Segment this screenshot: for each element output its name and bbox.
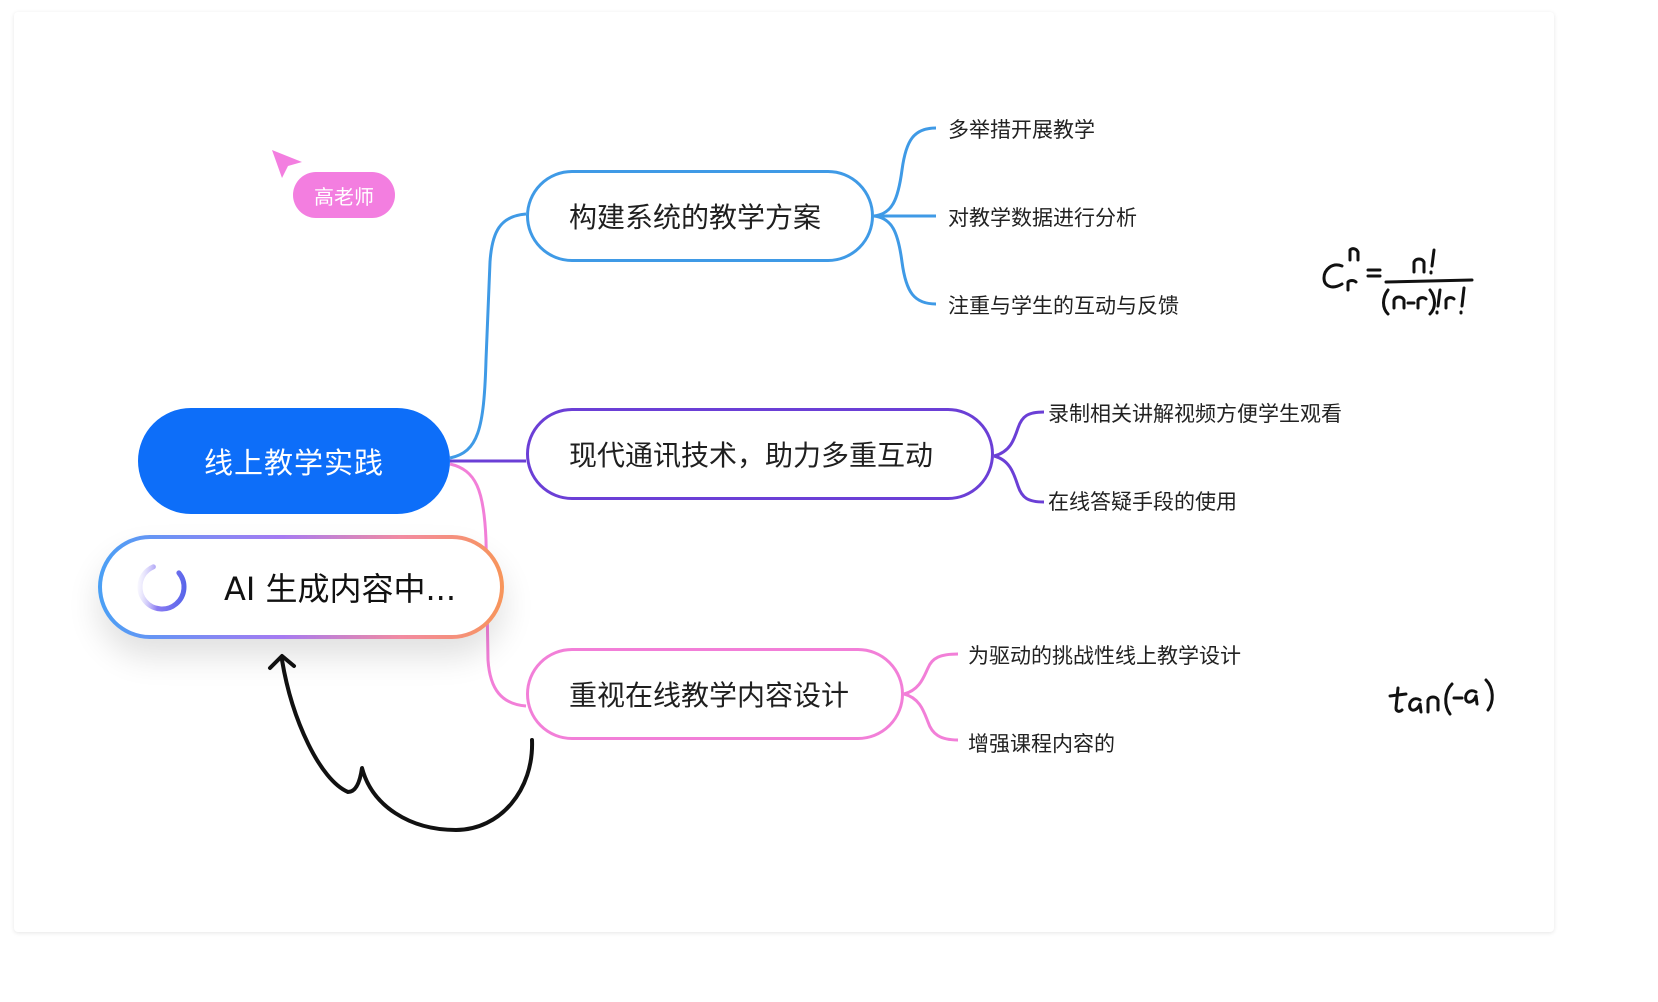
- loading-spinner-icon: [137, 562, 187, 612]
- branch-node-label: 重视在线教学内容设计: [569, 679, 850, 712]
- ai-generating-inner: AI 生成内容中...: [102, 539, 500, 635]
- leaf-node[interactable]: 多举措开展教学: [948, 114, 1095, 144]
- root-node-label: 线上教学实践: [203, 446, 384, 480]
- leaf-node[interactable]: 在线答疑手段的使用: [1048, 486, 1237, 516]
- leaf-node[interactable]: 注重与学生的互动与反馈: [948, 290, 1179, 320]
- leaf-label: 增强课程内容的: [968, 732, 1115, 756]
- leaf-label: 注重与学生的互动与反馈: [948, 294, 1179, 318]
- leaf-label: 录制相关讲解视频方便学生观看: [1048, 402, 1342, 426]
- mindmap-root-node[interactable]: 线上教学实践: [138, 408, 450, 514]
- leaf-label: 在线答疑手段的使用: [1048, 490, 1237, 514]
- handwritten-formula-combination: [1322, 247, 1474, 316]
- leaf-node[interactable]: 增强课程内容的: [968, 728, 1115, 758]
- branch-node-2[interactable]: 现代通讯技术，助力多重互动: [526, 408, 994, 500]
- handwritten-formula-tan: [1388, 678, 1494, 716]
- leaf-label: 对教学数据进行分析: [948, 206, 1137, 230]
- branch-node-3[interactable]: 重视在线教学内容设计: [526, 648, 904, 740]
- leaf-node[interactable]: 对教学数据进行分析: [948, 202, 1137, 232]
- collaborator-cursor-icon: [272, 150, 302, 178]
- collaborator-name-tag: 高老师: [293, 172, 395, 218]
- branch-node-label: 构建系统的教学方案: [569, 201, 822, 234]
- ai-generating-indicator[interactable]: AI 生成内容中...: [98, 535, 504, 639]
- leaf-node[interactable]: 为驱动的挑战性线上教学设计: [968, 640, 1241, 670]
- branch-node-1[interactable]: 构建系统的教学方案: [526, 170, 874, 262]
- ai-status-text: AI 生成内容中...: [224, 570, 457, 608]
- branch-node-label: 现代通讯技术，助力多重互动: [569, 439, 934, 472]
- leaf-label: 多举措开展教学: [948, 118, 1095, 142]
- leaf-label: 为驱动的挑战性线上教学设计: [968, 644, 1241, 668]
- collaborator-name: 高老师: [314, 184, 374, 209]
- leaf-node[interactable]: 录制相关讲解视频方便学生观看: [1048, 398, 1342, 428]
